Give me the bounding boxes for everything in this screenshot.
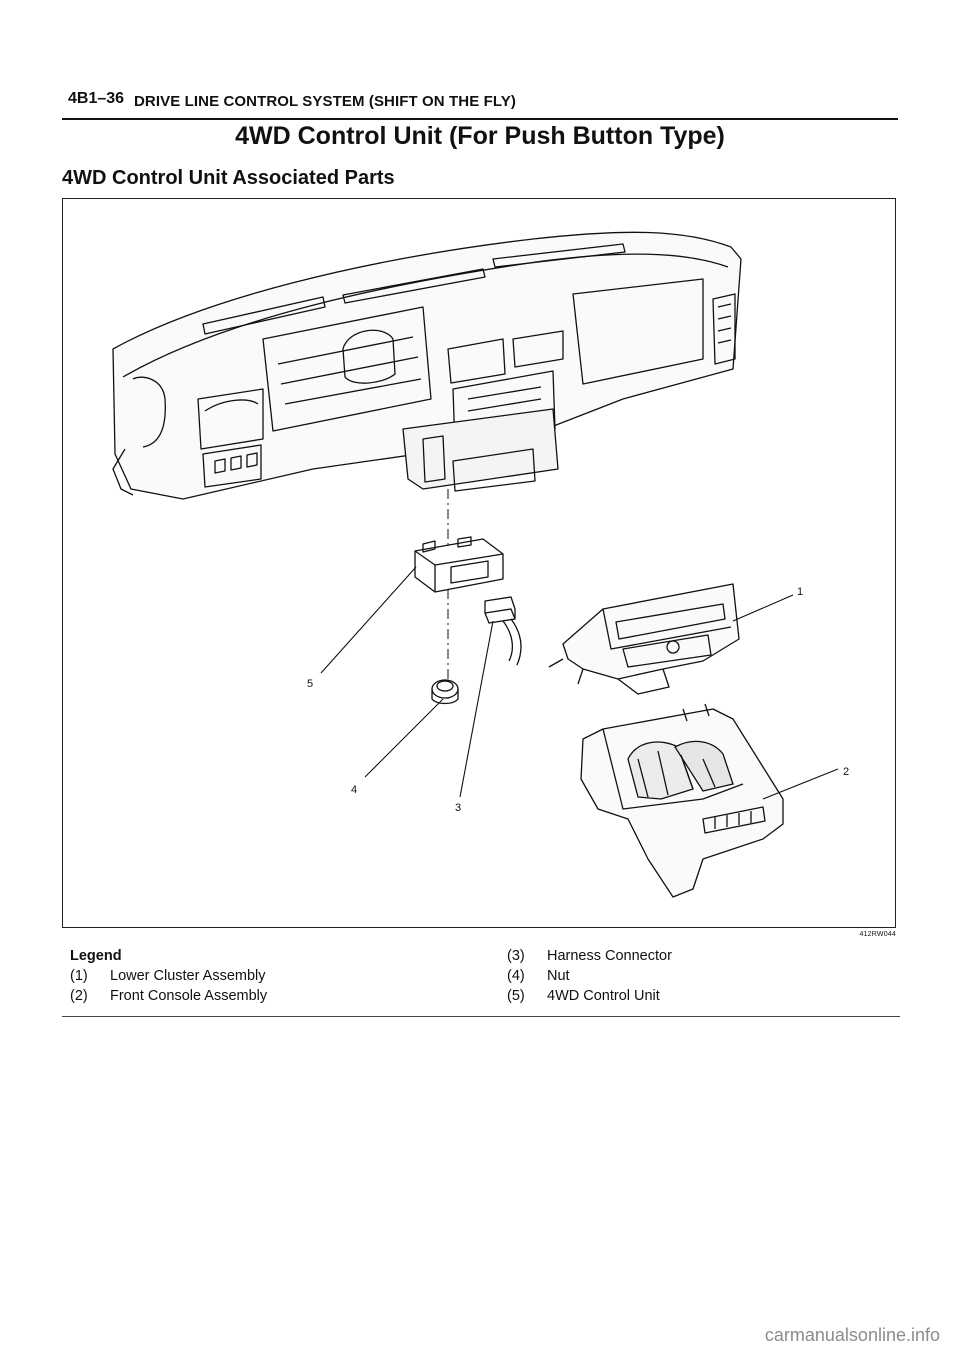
legend-item: (1) Lower Cluster Assembly	[70, 968, 266, 984]
lower-cluster-drawing	[548, 583, 740, 695]
leader-line-1	[732, 594, 794, 622]
legend: Legend (1) Lower Cluster Assembly (2) Fron…	[0, 946, 960, 1016]
legend-item: (5) 4WD Control Unit	[507, 988, 660, 1004]
page-header: 4B1–36 DRIVE LINE CONTROL SYSTEM (SHIFT …	[62, 88, 898, 120]
parts-diagram: 1 2 3 4 5	[62, 198, 896, 928]
legend-item-number: (2)	[70, 988, 88, 1004]
diagram-drawing: 1 2 3 4 5	[112, 231, 849, 898]
callout-3: 3	[455, 802, 461, 814]
legend-item-label: Front Console Assembly	[110, 988, 268, 1004]
legend-item-number: (3)	[507, 948, 525, 964]
section-title: DRIVE LINE CONTROL SYSTEM (SHIFT ON THE …	[134, 93, 516, 110]
legend-item-label: Harness Connector	[547, 948, 672, 964]
front-console-drawing	[580, 703, 784, 898]
legend-item-number: (5)	[507, 988, 525, 1004]
callout-2: 2	[843, 766, 849, 778]
legend-title: Legend	[70, 948, 122, 964]
leader-line-5	[320, 566, 417, 674]
bottom-rule	[62, 1016, 900, 1017]
legend-item-number: (4)	[507, 968, 525, 984]
harness-connector-drawing	[484, 596, 522, 666]
legend-item: (2) Front Console Assembly	[70, 988, 267, 1004]
watermark: carmanualsonline.info	[764, 1325, 940, 1345]
callout-5: 5	[307, 678, 313, 690]
legend-item-label: 4WD Control Unit	[547, 988, 660, 1004]
subsection-title: 4WD Control Unit Associated Parts	[62, 167, 395, 189]
nut-drawing	[431, 679, 459, 705]
legend-item: (4) Nut	[507, 968, 570, 984]
control-unit-drawing	[414, 536, 504, 593]
leader-line-2	[762, 768, 839, 800]
legend-item: (3) Harness Connector	[507, 948, 672, 964]
callout-4: 4	[351, 784, 357, 796]
page-title: 4WD Control Unit (For Push Button Type)	[235, 122, 725, 150]
leader-line-3	[459, 620, 494, 798]
legend-item-number: (1)	[70, 968, 88, 984]
legend-item-label: Lower Cluster Assembly	[110, 968, 266, 984]
instrument-panel-drawing	[112, 231, 742, 500]
callout-1: 1	[797, 586, 803, 598]
leader-line-4	[364, 698, 444, 778]
legend-item-label: Nut	[547, 968, 570, 984]
figure-code: 412RW044	[859, 931, 896, 938]
page-number: 4B1–36	[68, 90, 125, 107]
